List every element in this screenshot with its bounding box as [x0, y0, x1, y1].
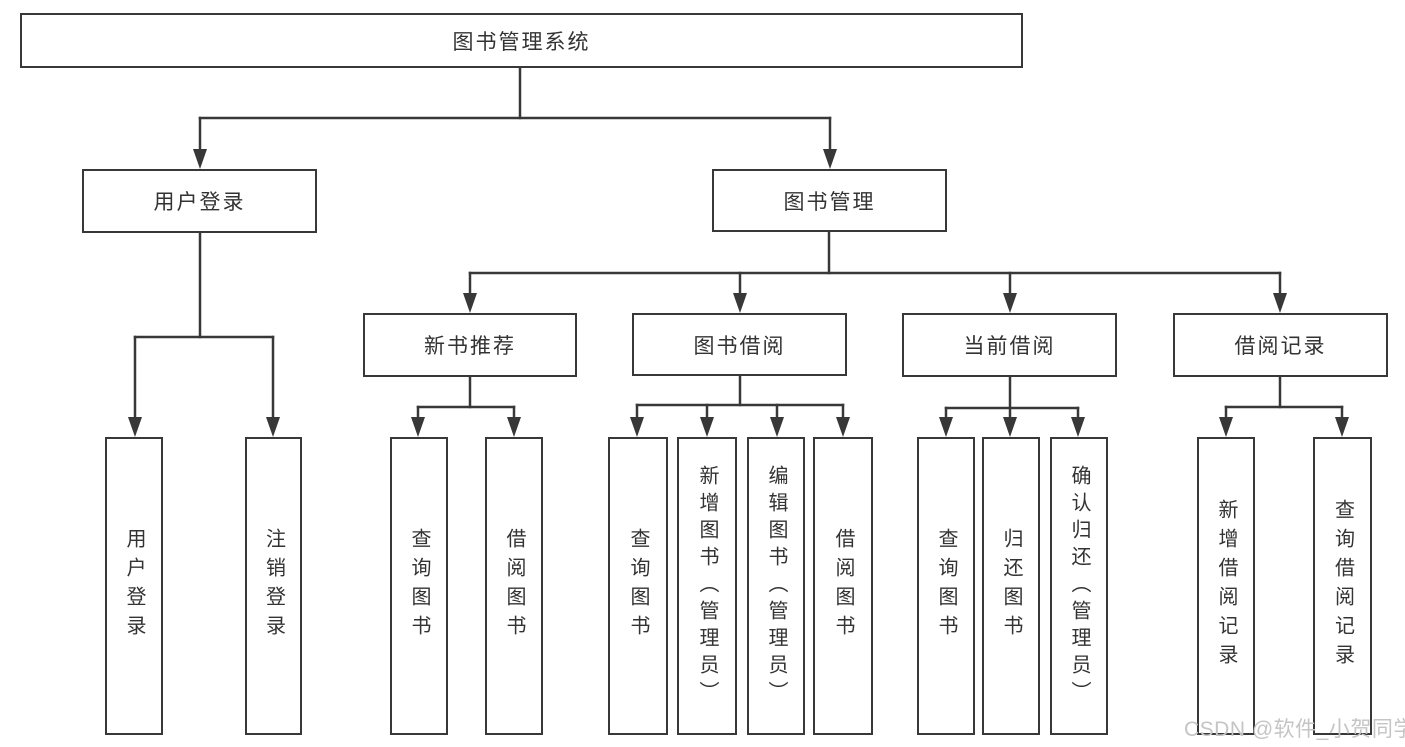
arrowhead [463, 293, 477, 313]
arrowhead [507, 417, 521, 437]
node-book-borrow: 图书借阅 [632, 313, 847, 376]
arrowhead [733, 293, 747, 313]
arrowhead [700, 417, 714, 437]
leaf-return-book: 归还图书 [982, 437, 1040, 735]
leaf-add-borrow-record: 新增借阅记录 [1197, 437, 1255, 735]
connector-borrow-record-to-leaves [1219, 375, 1349, 437]
leaf-query-book-borrow: 查询图书 [608, 437, 668, 735]
leaf-query-book-recommend: 查询图书 [390, 437, 448, 735]
arrowhead [836, 417, 850, 437]
arrowhead [1003, 417, 1017, 437]
node-user-login: 用户登录 [82, 169, 317, 233]
arrowhead [630, 417, 644, 437]
connector-book-borrow-to-leaves [630, 374, 850, 437]
node-borrow-record: 借阅记录 [1173, 313, 1388, 377]
leaf-edit-book-admin: 编辑图书（管理员） [747, 437, 805, 735]
leaf-user-login: 用户登录 [105, 437, 163, 735]
arrowhead [1219, 417, 1233, 437]
leaf-borrow-book-recommend: 借阅图书 [485, 437, 543, 735]
leaf-query-book-current: 查询图书 [917, 437, 975, 735]
arrowhead [1003, 293, 1017, 313]
leaf-query-borrow-record: 查询借阅记录 [1313, 437, 1372, 735]
connector-current-borrow-to-leaves [939, 375, 1085, 437]
arrowhead [770, 417, 784, 437]
arrowhead [1335, 417, 1349, 437]
leaf-borrow-book: 借阅图书 [813, 437, 873, 735]
arrowhead [266, 417, 280, 437]
node-current-borrow: 当前借阅 [902, 313, 1117, 377]
connector-book-mgmt-to-level3 [463, 230, 1287, 313]
arrowhead [1273, 293, 1287, 313]
node-library-system: 图书管理系统 [20, 13, 1023, 68]
leaf-confirm-return-admin: 确认归还（管理员） [1050, 437, 1108, 735]
arrowhead [939, 417, 953, 437]
arrowhead [823, 149, 837, 169]
leaf-logout: 注销登录 [245, 437, 302, 735]
arrowhead [411, 417, 425, 437]
node-new-book-recommend: 新书推荐 [363, 313, 577, 377]
arrowhead [128, 417, 142, 437]
watermark: CSDN @软件_小贺同学 [1184, 718, 1405, 741]
node-book-management: 图书管理 [712, 169, 947, 232]
leaf-add-book-admin: 新增图书（管理员） [677, 437, 737, 735]
arrowhead [1071, 417, 1085, 437]
connector-user-login-to-leaves [128, 231, 280, 437]
arrowhead [193, 149, 207, 169]
connector-new-book-to-leaves [411, 375, 521, 437]
connector-root-to-level2 [193, 66, 837, 169]
